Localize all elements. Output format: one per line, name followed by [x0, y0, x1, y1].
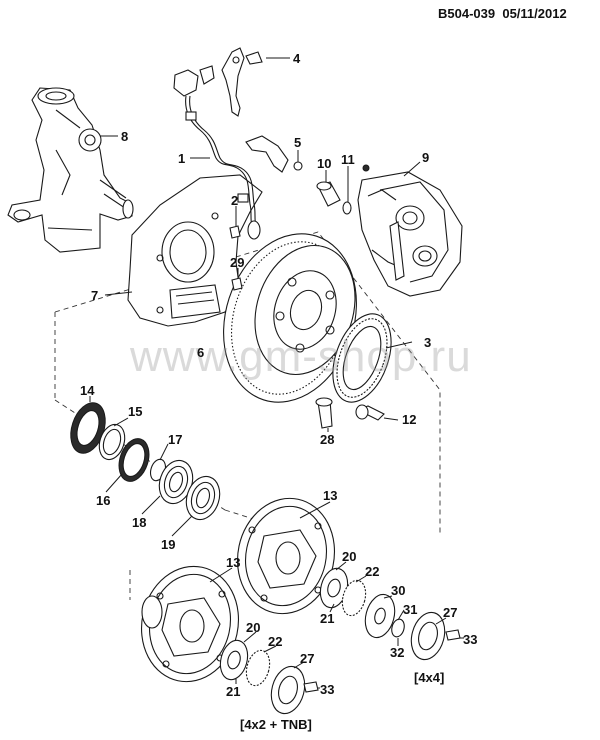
watermark-text: www.gm-shop.ru	[130, 332, 472, 381]
drive-flange-4x4	[364, 593, 396, 639]
callout-7[interactable]: 7	[91, 288, 99, 303]
sensor-bracket	[221, 47, 263, 117]
callout-20-lower[interactable]: 20	[246, 620, 261, 635]
callout-22-lower[interactable]: 22	[268, 634, 283, 649]
callout-2[interactable]: 2	[231, 193, 239, 208]
callout-22-upper[interactable]: 22	[365, 564, 380, 579]
hub-cap-4x2	[270, 665, 306, 715]
brake-caliper	[357, 164, 463, 297]
hose-clip-bracket	[245, 135, 303, 173]
callout-13-upper[interactable]: 13	[323, 488, 338, 503]
callout-32[interactable]: 32	[390, 645, 405, 660]
callout-21-upper[interactable]: 21	[320, 611, 335, 626]
hub-bolt	[355, 404, 385, 421]
hub-oil-seal	[70, 402, 106, 454]
caliper-bolt	[316, 181, 341, 207]
hub-flange-4x2	[219, 639, 249, 681]
diagram-date: 05/11/2012	[502, 6, 567, 21]
inner-bearing-race	[118, 438, 150, 482]
shield-bolt	[231, 277, 243, 291]
outer-wheel-bearing	[185, 475, 221, 521]
snap-ring-4x4	[391, 618, 405, 638]
cap-screw-4x4	[445, 629, 461, 641]
caliper-washer	[342, 201, 352, 215]
abs-tone-ring	[332, 313, 392, 403]
callout-33-lower[interactable]: 33	[320, 682, 335, 697]
callout-29[interactable]: 29	[230, 255, 245, 270]
callout-21-lower[interactable]: 21	[226, 684, 241, 699]
cap-screw-4x2	[303, 681, 319, 693]
callout-31[interactable]: 31	[403, 602, 418, 617]
callout-10[interactable]: 10	[317, 156, 332, 171]
seal-spacer-ring	[98, 423, 126, 461]
inner-wheel-bearing	[158, 459, 194, 505]
wheel-hub-4x2	[140, 565, 240, 683]
callout-27-upper[interactable]: 27	[443, 605, 458, 620]
callout-4[interactable]: 4	[293, 51, 301, 66]
lock-washer-4x2	[245, 649, 271, 687]
variant-tag-4x4: [4x4]	[414, 670, 445, 685]
abs-sensor-harness	[173, 65, 261, 240]
callout-14[interactable]: 14	[80, 383, 95, 398]
callout-11[interactable]: 11	[341, 152, 355, 167]
steering-knuckle	[7, 87, 134, 253]
callout-9[interactable]: 9	[422, 150, 430, 165]
callout-30[interactable]: 30	[391, 583, 406, 598]
wheel-stud	[315, 397, 333, 429]
lock-washer-4x4	[341, 579, 367, 617]
brake-disc	[223, 233, 357, 403]
leader-lines	[89, 57, 464, 689]
callout-18[interactable]: 18	[132, 515, 147, 530]
callout-8[interactable]: 8	[121, 129, 129, 144]
callout-12[interactable]: 12	[402, 412, 417, 427]
callout-19[interactable]: 19	[161, 537, 176, 552]
callout-13-lower[interactable]: 13	[226, 555, 241, 570]
sensor-bolt	[229, 225, 241, 239]
callout-16[interactable]: 16	[96, 493, 111, 508]
callout-6[interactable]: 6	[197, 345, 205, 360]
callout-5[interactable]: 5	[294, 135, 302, 150]
callout-15[interactable]: 15	[128, 404, 143, 419]
wheel-hub-4x4	[236, 497, 336, 615]
callout-28[interactable]: 28	[320, 432, 335, 447]
callout-17[interactable]: 17	[168, 432, 183, 447]
callout-1[interactable]: 1	[178, 151, 186, 166]
callout-27-lower[interactable]: 27	[300, 651, 315, 666]
callout-3[interactable]: 3	[424, 335, 432, 350]
callout-20-upper[interactable]: 20	[342, 549, 357, 564]
variant-tag-4x2-tnb: [4x2 + TNB]	[240, 717, 312, 732]
diagram-code: B504-039	[438, 6, 496, 21]
callout-33-upper[interactable]: 33	[463, 632, 478, 647]
diagram-header: B504-039 05/11/2012	[438, 6, 567, 21]
